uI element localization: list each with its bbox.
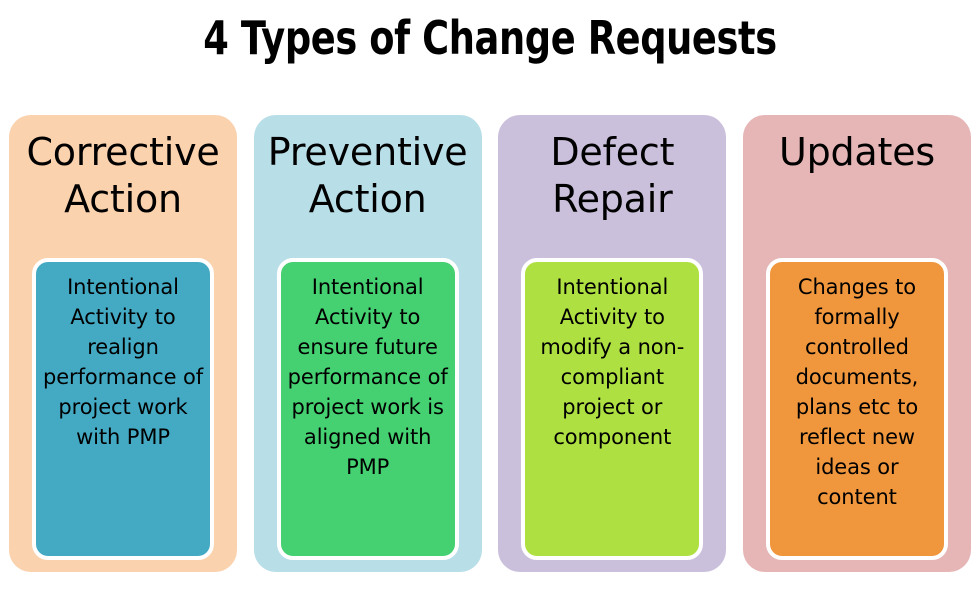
card-title-corrective-action: Corrective Action	[26, 130, 220, 221]
card-title-defect-repair: Defect Repair	[550, 130, 675, 221]
card-description-preventive-action: Intentional Activity to ensure future pe…	[276, 258, 459, 560]
card-updates: Updates Changes to formally controlled d…	[742, 115, 971, 572]
card-description-updates: Changes to formally controlled documents…	[765, 258, 948, 560]
card-defect-repair: Defect Repair Intentional Activity to mo…	[498, 115, 727, 572]
page-title: 4 Types of Change Requests	[203, 11, 777, 65]
card-preventive-action: Preventive Action Intentional Activity t…	[253, 115, 482, 572]
cards-row: Corrective Action Intentional Activity t…	[9, 115, 971, 572]
card-title-updates: Updates	[778, 130, 935, 174]
card-description-corrective-action: Intentional Activity to realign performa…	[32, 258, 214, 560]
card-title-preventive-action: Preventive Action	[267, 130, 468, 221]
card-description-defect-repair: Intentional Activity to modify a non-com…	[521, 258, 704, 560]
card-corrective-action: Corrective Action Intentional Activity t…	[9, 115, 237, 572]
